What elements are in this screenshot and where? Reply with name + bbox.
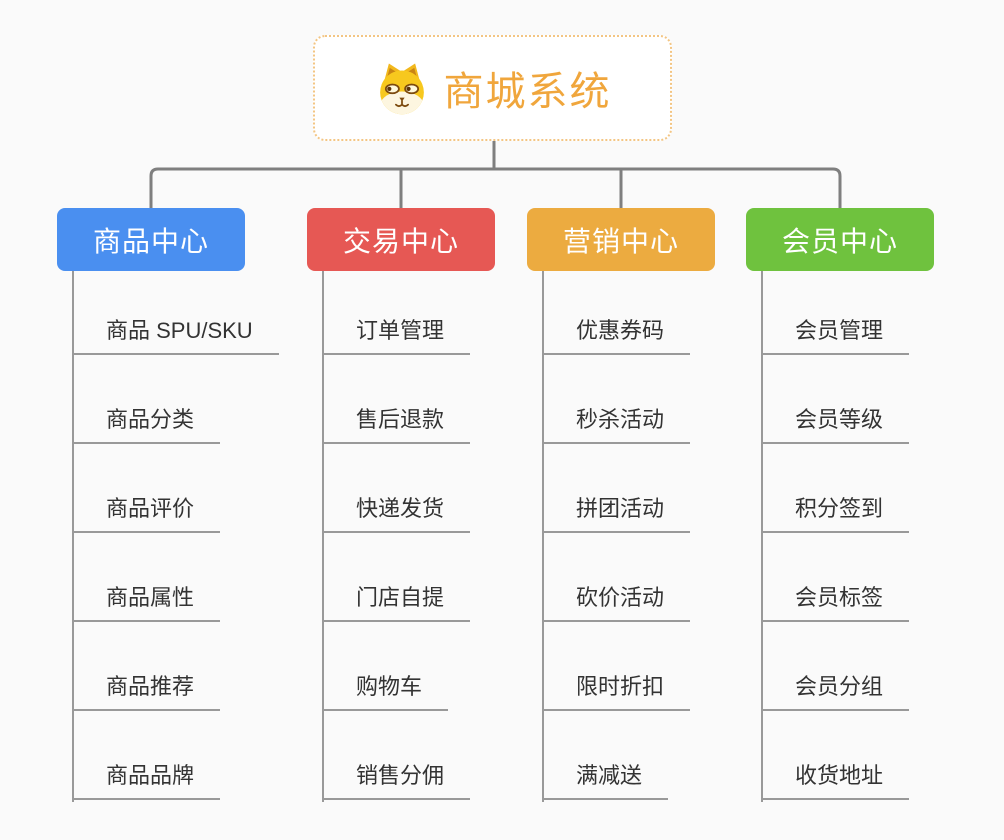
root-title: 商城系统: [443, 70, 612, 114]
leaf-label: 快递发货: [356, 496, 445, 521]
leaf-node[interactable]: 满减送: [542, 758, 669, 800]
leaf-label: 商品分类: [106, 407, 195, 432]
leaf-node[interactable]: 商品品牌: [72, 758, 221, 800]
leaf-node[interactable]: 购物车: [322, 669, 449, 711]
leaf-node[interactable]: 商品推荐: [72, 669, 221, 711]
leaf-label: 商品推荐: [106, 674, 195, 699]
leaf-node[interactable]: 积分签到: [761, 491, 910, 533]
leaf-node[interactable]: 门店自提: [322, 580, 471, 622]
leaf-node[interactable]: 销售分佣: [322, 758, 471, 800]
leaf-label: 积分签到: [795, 496, 884, 521]
leaf-node[interactable]: 砍价活动: [542, 580, 691, 622]
leaf-label: 销售分佣: [356, 763, 445, 788]
branch-node[interactable]: 会员中心: [746, 208, 934, 271]
branch-label: 商品中心: [92, 225, 209, 257]
leaf-label: 订单管理: [356, 318, 445, 343]
branch-node[interactable]: 交易中心: [307, 208, 495, 271]
branch-label: 交易中心: [342, 225, 459, 257]
leaf-node[interactable]: 商品 SPU/SKU: [72, 313, 279, 355]
leaf-node[interactable]: 商品评价: [72, 491, 221, 533]
leaf-label: 会员标签: [795, 585, 884, 610]
leaf-label: 优惠券码: [576, 318, 665, 343]
leaf-node[interactable]: 限时折扣: [542, 669, 691, 711]
leaf-node[interactable]: 商品属性: [72, 580, 221, 622]
branch-label: 会员中心: [781, 225, 898, 257]
root-node[interactable]: 商城系统: [313, 35, 672, 141]
leaf-node[interactable]: 会员管理: [761, 313, 910, 355]
branch-stem-line: [761, 271, 763, 802]
leaf-node[interactable]: 拼团活动: [542, 491, 691, 533]
leaf-label: 砍价活动: [576, 585, 665, 610]
leaf-label: 售后退款: [356, 407, 445, 432]
branch-column: 商品中心 商品 SPU/SKU 商品分类商品评价商品属性商品推荐商品品牌: [57, 208, 279, 802]
leaf-label: 会员等级: [795, 407, 884, 432]
leaf-node[interactable]: 会员分组: [761, 669, 910, 711]
leaf-node[interactable]: 订单管理: [322, 313, 471, 355]
leaf-label: 门店自提: [356, 585, 445, 610]
branch-stem-line: [542, 271, 544, 802]
leaf-label: 商品评价: [106, 496, 195, 521]
branch-column: 会员中心 会员管理会员等级积分签到会员标签会员分组收货地址: [746, 208, 934, 802]
branch-column: 交易中心 订单管理售后退款快递发货门店自提购物车销售分佣: [307, 208, 495, 802]
leaf-label: 限时折扣: [576, 674, 665, 699]
leaf-label: 商品 SPU/SKU: [106, 318, 253, 343]
branch-label: 营销中心: [562, 225, 679, 257]
leaf-label: 会员分组: [795, 674, 884, 699]
leaf-node[interactable]: 优惠券码: [542, 313, 691, 355]
leaf-label: 会员管理: [795, 318, 884, 343]
leaf-node[interactable]: 秒杀活动: [542, 402, 691, 444]
leaf-label: 满减送: [576, 763, 643, 788]
leaf-node[interactable]: 商品分类: [72, 402, 221, 444]
dog-face-icon: [374, 60, 430, 116]
branch-stem-line: [322, 271, 324, 802]
branch-column: 营销中心 优惠券码秒杀活动拼团活动砍价活动限时折扣满减送: [527, 208, 715, 802]
leaf-node[interactable]: 收货地址: [761, 758, 910, 800]
leaf-label: 购物车: [356, 674, 423, 699]
leaf-label: 收货地址: [795, 763, 884, 788]
leaf-node[interactable]: 快递发货: [322, 491, 471, 533]
branch-stem-line: [72, 271, 74, 802]
branch-node[interactable]: 商品中心: [57, 208, 245, 271]
leaf-label: 拼团活动: [576, 496, 665, 521]
leaf-node[interactable]: 会员标签: [761, 580, 910, 622]
leaf-label: 秒杀活动: [576, 407, 665, 432]
leaf-label: 商品品牌: [106, 763, 195, 788]
leaf-node[interactable]: 会员等级: [761, 402, 910, 444]
leaf-node[interactable]: 售后退款: [322, 402, 471, 444]
leaf-label: 商品属性: [106, 585, 195, 610]
branch-node[interactable]: 营销中心: [527, 208, 715, 271]
